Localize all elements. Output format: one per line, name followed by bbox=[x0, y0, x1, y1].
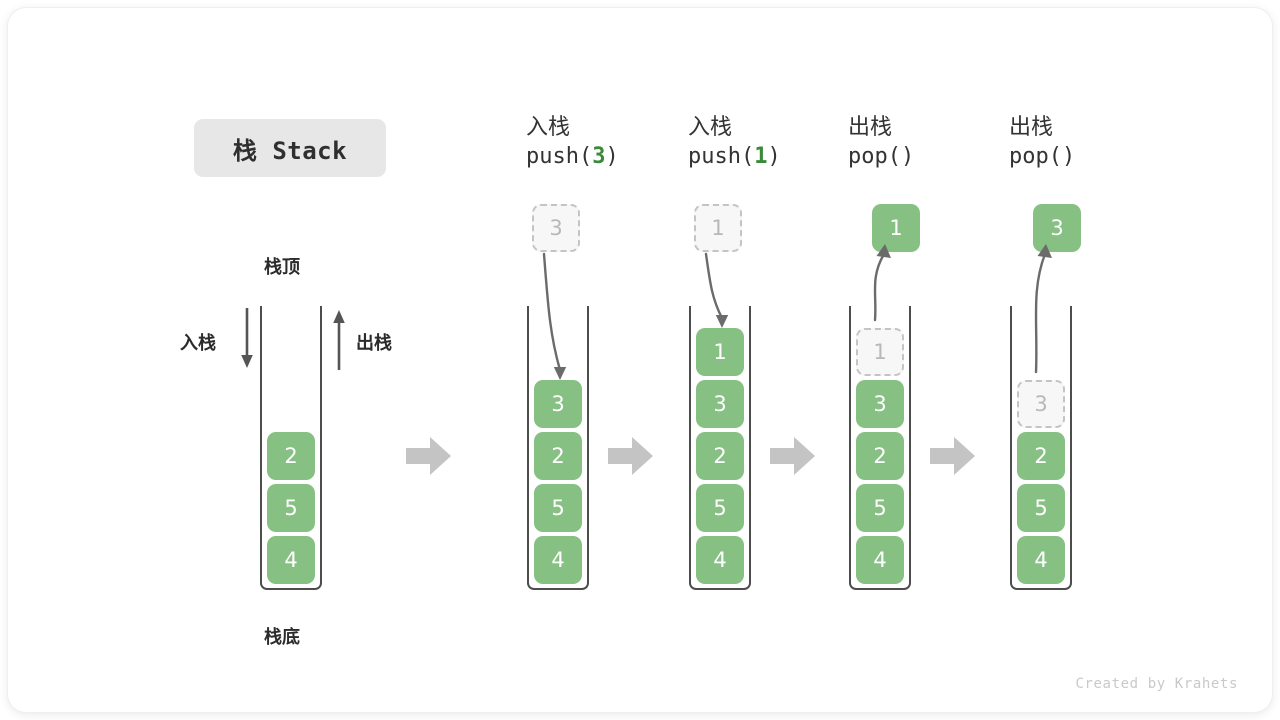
step-heading-code: push(3) bbox=[526, 143, 619, 169]
stack-cell: 4 bbox=[1017, 536, 1065, 584]
transfer-arrow-push-3 bbox=[542, 252, 567, 380]
step-heading-zh: 入栈 bbox=[526, 115, 571, 140]
floating-value-box-pop-3: 3 bbox=[1033, 204, 1081, 252]
stack-cell: 3 bbox=[856, 380, 904, 428]
floating-value-box-pop-1: 1 bbox=[872, 204, 920, 252]
stack-bottom-label: 栈底 bbox=[264, 627, 300, 648]
stack-cell: 4 bbox=[534, 536, 582, 584]
stack-cell: 4 bbox=[696, 536, 744, 584]
step-heading-push-3: 入栈 push(3) bbox=[526, 114, 619, 171]
stack-cell: 2 bbox=[696, 432, 744, 480]
stack-cell: 1 bbox=[856, 328, 904, 376]
push-direction-label: 入栈 bbox=[180, 333, 216, 354]
stack-cell: 2 bbox=[534, 432, 582, 480]
stack-cell: 2 bbox=[267, 432, 315, 480]
stack-cell: 3 bbox=[696, 380, 744, 428]
stack-cell: 3 bbox=[1017, 380, 1065, 428]
step-heading-push-1: 入栈 push(1) bbox=[688, 114, 781, 171]
stack-cell: 4 bbox=[267, 536, 315, 584]
stack-cell: 1 bbox=[696, 328, 744, 376]
step-heading-code: pop() bbox=[848, 143, 915, 169]
stack-cell: 5 bbox=[696, 484, 744, 532]
stack-cell: 5 bbox=[534, 484, 582, 532]
stack-cell: 2 bbox=[856, 432, 904, 480]
step-heading-pop-1: 出栈 pop() bbox=[848, 114, 914, 171]
flow-arrow-icon bbox=[608, 437, 653, 475]
stack-cell: 5 bbox=[1017, 484, 1065, 532]
step-heading-code: push(1) bbox=[688, 143, 781, 169]
flow-arrow-icon bbox=[770, 437, 815, 475]
step-heading-zh: 出栈 bbox=[848, 115, 893, 140]
step-heading-pop-3: 出栈 pop() bbox=[1009, 114, 1075, 171]
step-heading-zh: 入栈 bbox=[688, 115, 733, 140]
diagram-title-chip: 栈 Stack bbox=[194, 119, 386, 177]
pop-direction-label: 出栈 bbox=[356, 333, 392, 354]
stack-top-label: 栈顶 bbox=[264, 257, 300, 278]
pop-direction-arrow-icon bbox=[333, 310, 345, 370]
flow-arrow-icon bbox=[930, 437, 975, 475]
stack-cell: 5 bbox=[856, 484, 904, 532]
transfer-arrow-push-1 bbox=[704, 252, 729, 328]
flow-arrow-icon bbox=[406, 437, 451, 475]
credit-footer: Created by Krahets bbox=[1075, 676, 1238, 692]
push-direction-arrow-icon bbox=[241, 308, 253, 368]
floating-value-box-push-1: 1 bbox=[694, 204, 742, 252]
stack-cell: 5 bbox=[267, 484, 315, 532]
step-heading-code: pop() bbox=[1009, 143, 1076, 169]
transfer-arrow-pop-3 bbox=[1034, 244, 1052, 374]
transfer-arrow-pop-1 bbox=[873, 244, 891, 322]
stack-cell: 4 bbox=[856, 536, 904, 584]
floating-value-box-push-3: 3 bbox=[532, 204, 580, 252]
stack-cell: 2 bbox=[1017, 432, 1065, 480]
step-heading-zh: 出栈 bbox=[1009, 115, 1054, 140]
stack-cell: 3 bbox=[534, 380, 582, 428]
